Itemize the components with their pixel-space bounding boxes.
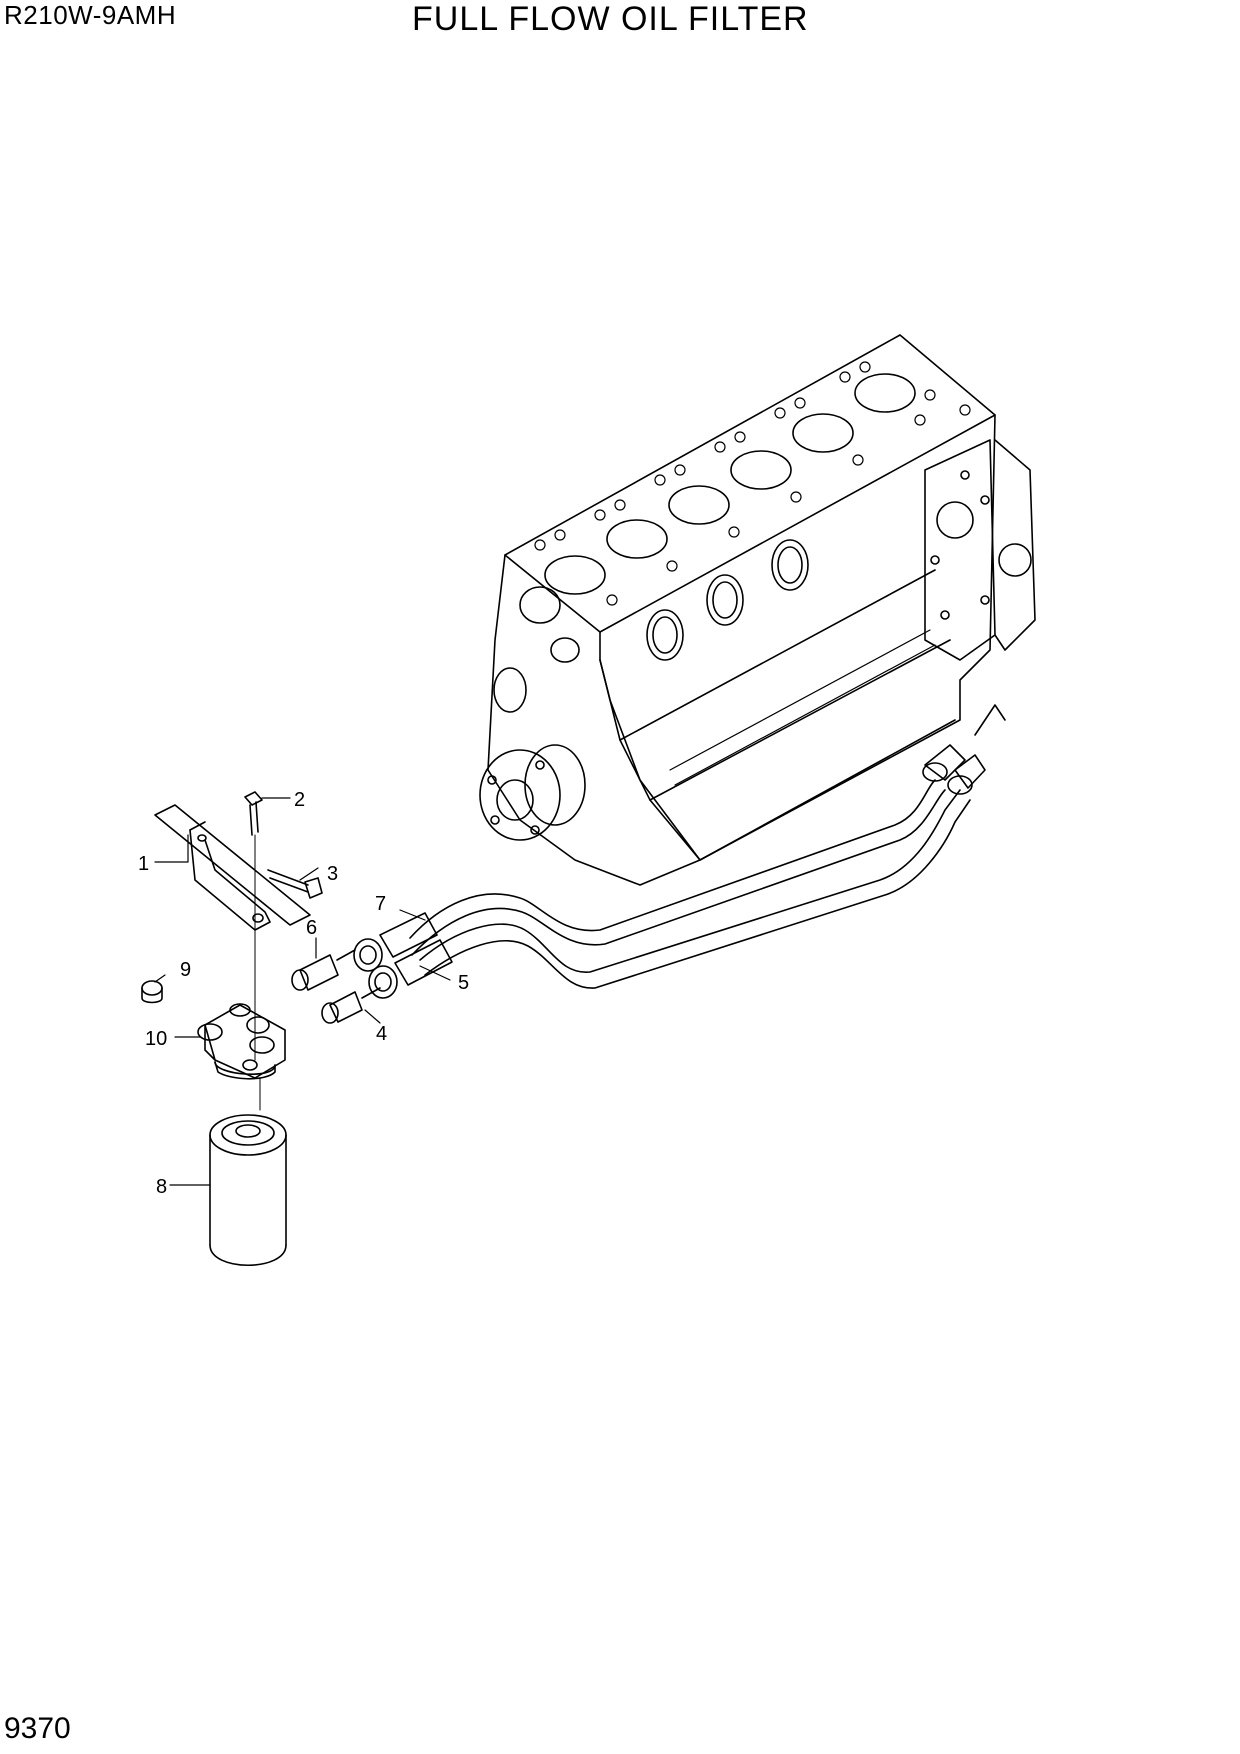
- callout-10: 10: [145, 1028, 167, 1050]
- callout-3: 3: [327, 863, 338, 885]
- callout-2: 2: [294, 789, 305, 811]
- callout-4: 4: [376, 1023, 387, 1045]
- callout-8: 8: [156, 1176, 167, 1198]
- callout-7: 7: [375, 893, 386, 915]
- bolt-horizontal: [267, 869, 323, 899]
- core-plugs: [646, 539, 809, 661]
- bracket: [154, 804, 311, 931]
- engine-block: [479, 334, 1036, 886]
- page-title: FULL FLOW OIL FILTER: [412, 0, 809, 38]
- cylinder-bores: [544, 373, 916, 595]
- bolt-vertical: [244, 791, 263, 1061]
- model-code: R210W-9AMH: [4, 0, 177, 30]
- crank-pulley: [479, 744, 586, 841]
- head-bolt-holes: [534, 361, 971, 606]
- adapter-fittings: [291, 949, 381, 1024]
- callout-9: 9: [180, 959, 191, 981]
- callout-6: 6: [306, 917, 317, 939]
- plug: [141, 980, 163, 1004]
- filter-head: [197, 1003, 286, 1111]
- callout-leaders: [154, 797, 451, 1186]
- oil-hose-assembly: [353, 704, 1006, 999]
- callout-5: 5: [458, 972, 469, 994]
- page-number: 9370: [4, 1712, 71, 1745]
- callout-1: 1: [138, 853, 149, 875]
- oil-filter-cartridge: [209, 1114, 287, 1267]
